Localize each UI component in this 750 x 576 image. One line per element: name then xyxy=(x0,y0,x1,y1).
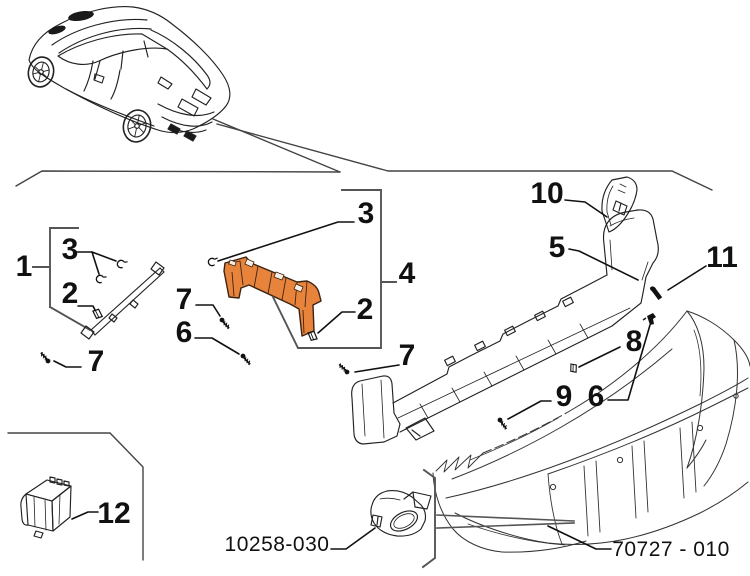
callout-12[interactable]: 12 xyxy=(97,497,130,530)
taillights xyxy=(157,76,212,106)
callout-5[interactable]: 5 xyxy=(549,231,566,264)
sunroof-rear xyxy=(68,10,94,22)
callout-2-center[interactable]: 2 xyxy=(357,293,374,326)
side-mirror xyxy=(93,73,105,84)
screw-icon xyxy=(216,316,233,331)
part12-frame xyxy=(7,432,144,561)
part1-rail xyxy=(80,261,165,340)
screw-icon xyxy=(237,352,254,367)
highlighted-bracket-part xyxy=(223,256,322,337)
clip-icon xyxy=(207,257,219,267)
callout-8[interactable]: 8 xyxy=(626,325,643,358)
exhaust-tip-bracket xyxy=(421,468,575,569)
bumper-cover-sketch xyxy=(432,310,750,553)
callout-3-left[interactable]: 3 xyxy=(62,233,79,266)
part10-plate xyxy=(601,176,638,233)
clip-icon xyxy=(94,273,108,285)
callout-11[interactable]: 11 xyxy=(706,241,738,274)
screw-icon xyxy=(335,362,353,376)
callout-6-mid[interactable]: 6 xyxy=(176,316,193,349)
front-wheel xyxy=(27,56,55,88)
callout-4[interactable]: 4 xyxy=(399,257,416,290)
vehicle-sketch xyxy=(27,6,231,143)
part12-module xyxy=(20,476,72,539)
callout-9[interactable]: 9 xyxy=(556,380,573,413)
callout-6-right[interactable]: 6 xyxy=(588,380,605,413)
sunroof-front xyxy=(48,25,66,35)
screw-icon xyxy=(37,350,54,365)
callout-leaders xyxy=(53,199,707,550)
exhaust-tip-part xyxy=(370,490,432,537)
bolt-icon xyxy=(646,285,665,301)
projection-lines xyxy=(7,118,713,561)
exhaust-outlets xyxy=(167,123,197,142)
callout-3-center[interactable]: 3 xyxy=(358,197,375,230)
rear-wheel xyxy=(122,109,152,143)
part-number-bumper-cover[interactable]: 70727 - 010 xyxy=(612,538,730,561)
part1-group-bracket xyxy=(32,227,92,332)
pushpin-clip-icon xyxy=(642,312,657,326)
clip-icon xyxy=(569,363,578,373)
callout-7-mid[interactable]: 7 xyxy=(176,283,193,316)
callout-1[interactable]: 1 xyxy=(16,250,33,283)
callout-10[interactable]: 10 xyxy=(530,177,563,210)
part5-absorber xyxy=(351,209,659,445)
callout-2-left[interactable]: 2 xyxy=(62,277,79,310)
part4-group-bracket xyxy=(271,189,397,349)
callout-7-right[interactable]: 7 xyxy=(399,339,416,372)
clip-icon xyxy=(307,330,318,342)
license-plate xyxy=(177,98,199,117)
clip-icon xyxy=(115,258,129,270)
callout-7-left[interactable]: 7 xyxy=(88,345,105,378)
part-number-exhaust-tip[interactable]: 10258-030 xyxy=(225,533,330,556)
